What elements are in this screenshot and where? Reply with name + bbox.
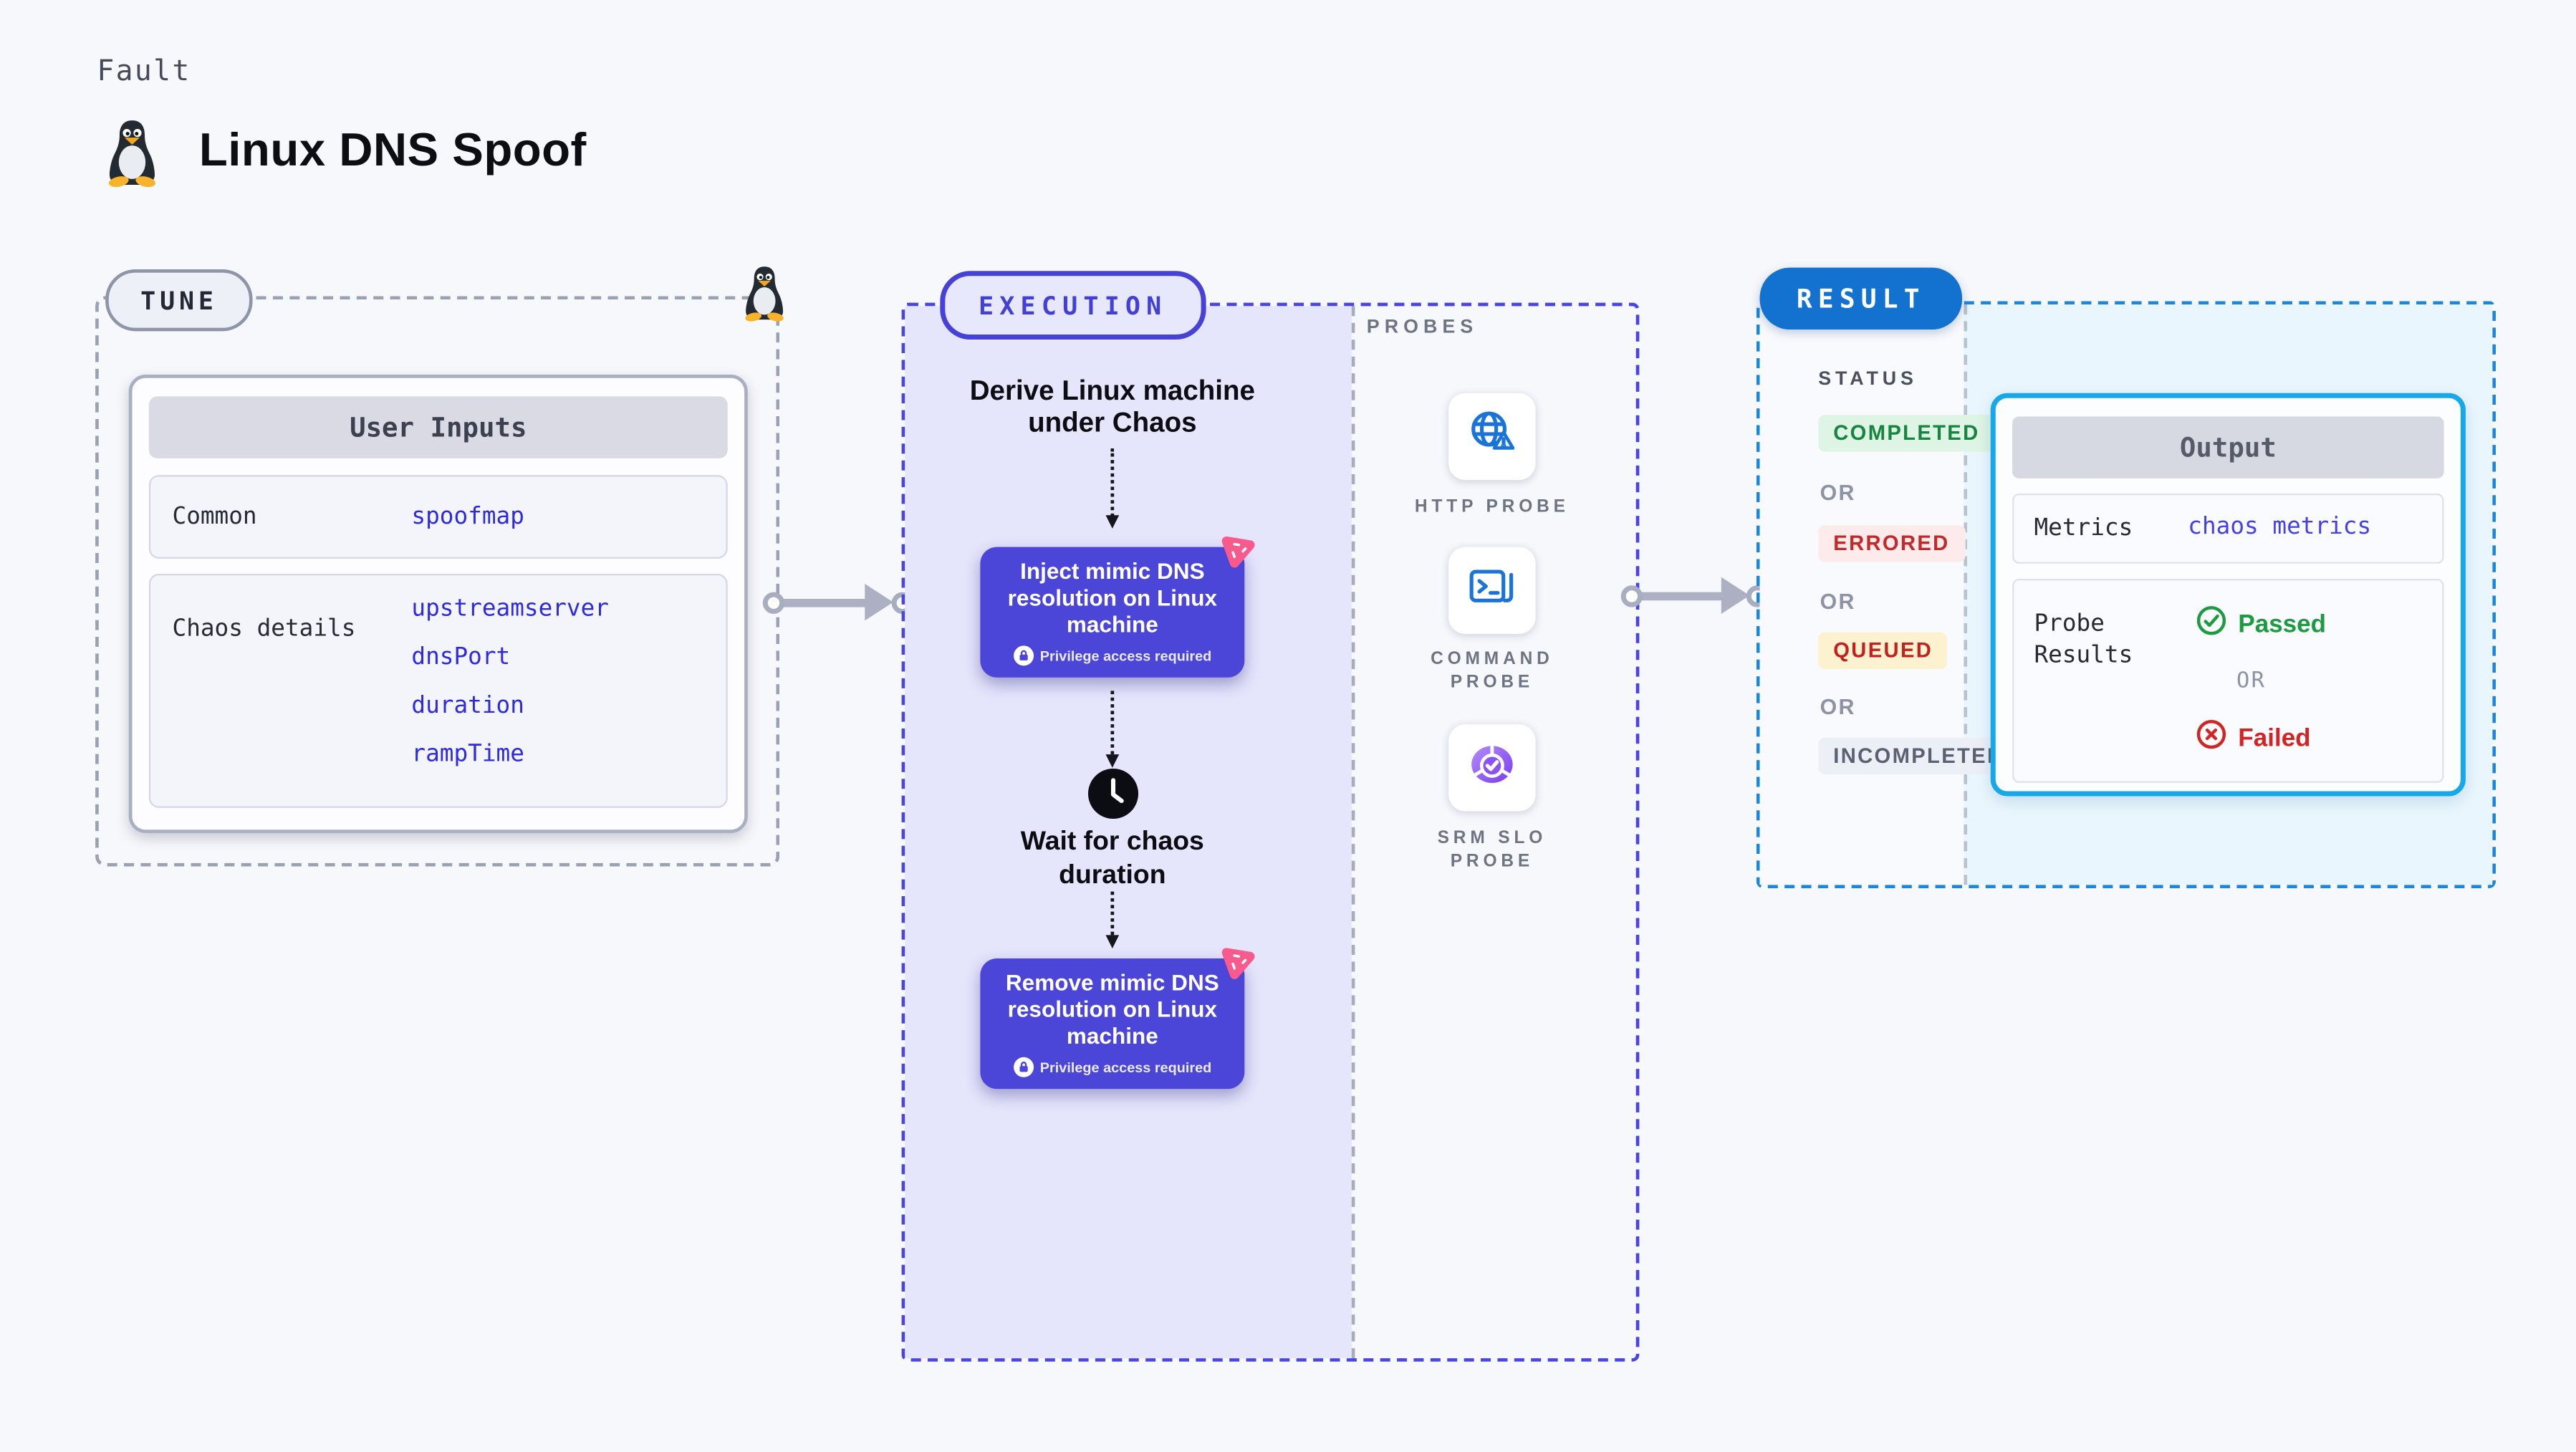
privilege-note-text: Privilege access required [1039,1059,1212,1076]
failed-result: Failed [2195,718,2311,758]
or-separator: OR [2236,669,2267,695]
http-probe-card [1448,393,1536,481]
output-card: Output Metrics chaos metrics Probe Resul… [1990,393,2466,797]
remove-step-node: Remove mimic DNS resolution on Linux mac… [980,958,1245,1090]
terminal-icon [1466,559,1519,621]
execution-to-result-arrow [1634,592,1725,601]
chaos-pink-icon [1216,940,1260,984]
metrics-row: Metrics chaos metrics [2012,493,2444,564]
tux-penguin-icon [741,263,787,323]
tune-to-execution-arrow [776,598,870,607]
probe-results-label: Probe Results [2034,610,2133,670]
remove-step-label: Remove mimic DNS resolution on Linux mac… [1005,970,1219,1049]
or-separator: OR [1820,694,1856,720]
status-lane [1759,304,1964,885]
user-inputs-row-common: Common spoofmap [148,475,728,559]
user-inputs-card: User Inputs Common spoofmap Chaos detail… [128,375,748,833]
lock-icon [1013,645,1034,666]
status-title: STATUS [1818,370,1918,390]
privilege-note: Privilege access required [1013,1057,1211,1077]
execution-lane [905,306,1352,1359]
check-circle-icon [2195,604,2229,644]
flow-arrow-down-icon [1105,691,1120,768]
inject-step-label: Inject mimic DNS resolution on Linux mac… [1007,558,1218,638]
command-probe-card [1448,547,1536,635]
probe-results-row: Probe Results Passed OR Failed [2012,578,2444,783]
slo-gauge-icon [1466,737,1519,799]
x-circle-icon [2195,718,2229,758]
privilege-note-text: Privilege access required [1039,647,1212,665]
row-value: upstreamserver [411,595,610,622]
execution-badge: EXECUTION [940,271,1206,340]
row-value: spoofmap [411,503,524,531]
row-label: Common [172,503,257,531]
status-badge-incompleted: INCOMPLETED [1818,737,2019,775]
failed-label: Failed [2238,723,2311,752]
privilege-note: Privilege access required [1013,645,1212,666]
page-title: Linux DNS Spoof [198,123,587,176]
passed-label: Passed [2238,610,2327,638]
tune-section-box [95,296,780,867]
status-badge-errored: ERRORED [1818,525,1965,562]
wait-step-label: Wait for chaos duration [1020,827,1204,890]
execution-section-box [901,302,1640,1362]
flow-arrow-down-icon [1105,448,1120,529]
or-separator: OR [1820,588,1856,614]
tux-penguin-icon [104,117,160,188]
status-badge-completed: COMPLETED [1818,415,1995,452]
chaos-pink-icon [1216,529,1260,572]
srm-slo-probe-card [1448,724,1536,812]
arrow-head-icon [1721,577,1750,614]
flow-arrow-down-icon [1105,891,1120,949]
row-value: dnsPort [411,644,511,671]
passed-result: Passed [2195,604,2326,644]
status-badge-queued: QUEUED [1818,632,1948,670]
lock-icon [1013,1057,1034,1077]
probe-label: SRM SLO PROBE [1437,827,1547,872]
execution-probes-divider [1351,306,1355,1359]
metrics-value: chaos metrics [2188,513,2372,541]
row-value: duration [411,692,524,720]
probe-label: COMMAND PROBE [1431,649,1554,693]
inject-step-node: Inject mimic DNS resolution on Linux mac… [980,547,1245,678]
wait-clock-icon [1087,768,1139,819]
connector-dot [762,592,785,614]
status-output-divider [1964,304,1968,885]
user-inputs-title: User Inputs [148,396,728,458]
user-inputs-row-chaos-details: Chaos details upstreamserver dnsPort dur… [148,573,728,808]
result-badge: RESULT [1759,267,1963,330]
fault-kicker: Fault [97,55,191,89]
probe-label: HTTP PROBE [1414,496,1570,517]
globe-alert-icon [1466,405,1519,467]
connector-dot [1620,585,1643,607]
metrics-label: Metrics [2034,515,2133,542]
arrow-head-icon [865,583,893,621]
probes-title: PROBES [1366,317,1479,338]
output-title: Output [2012,416,2444,479]
row-value: rampTime [411,741,524,768]
or-separator: OR [1820,480,1856,506]
derive-step-label: Derive Linux machine under Chaos [969,376,1255,438]
row-label: Chaos details [172,615,356,643]
tune-badge: TUNE [105,269,253,332]
